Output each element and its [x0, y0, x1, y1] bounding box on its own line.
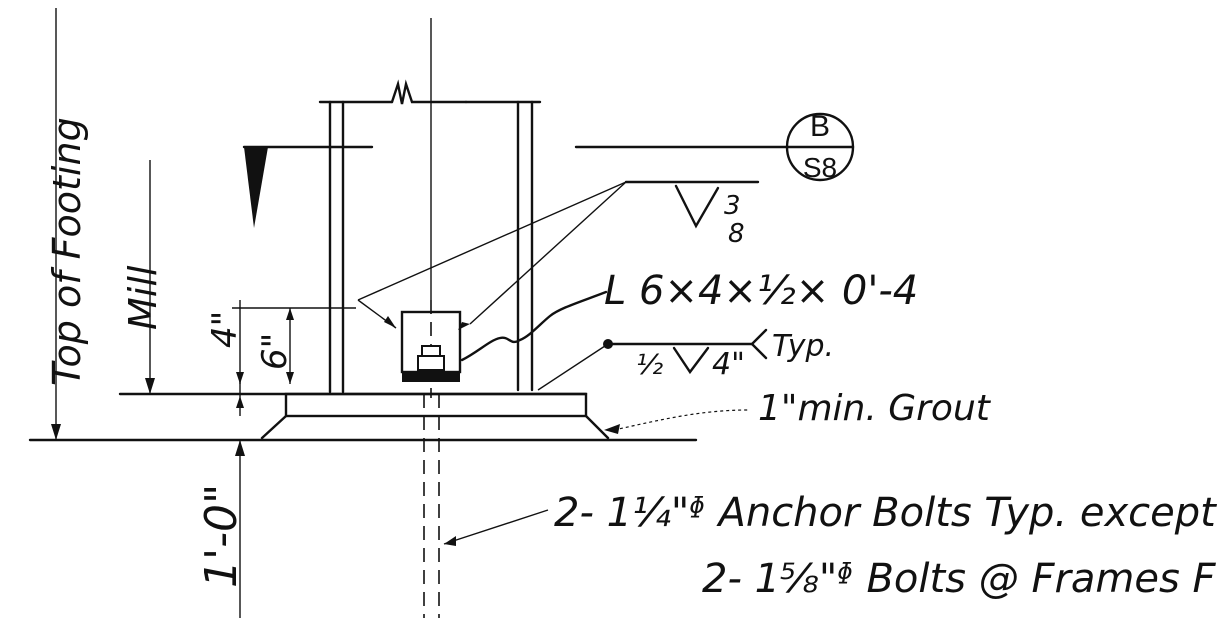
anchor-bolt	[423, 394, 549, 618]
dim-4-label: 4"	[205, 311, 245, 348]
weld-top-den: 8	[728, 219, 745, 249]
weld-symbol-typ: ½ 4" Typ.	[537, 328, 834, 391]
weld-top-num: 3	[724, 191, 741, 221]
anchor-bolts-note-2: 2- 1⅝"ᶲ Bolts @ Frames F6	[702, 556, 1218, 602]
weld-typ-note: Typ.	[772, 329, 834, 364]
angle-clip	[400, 290, 608, 382]
weld-symbol-top: 3 8	[357, 180, 760, 330]
mill-label: Mill	[121, 265, 165, 330]
angle-spec-label: L 6×4×½× 0'-4	[604, 268, 918, 314]
grout-bed	[260, 414, 610, 440]
weld-typ-size: ½	[636, 348, 663, 381]
elevation-marker	[244, 147, 268, 228]
base-plate	[284, 392, 588, 418]
dim-6-label: 6"	[255, 333, 295, 370]
anchor-bolts-note-1: 2- 1¼"ᶲ Anchor Bolts Typ. except	[554, 490, 1217, 536]
grout-label: 1"min. Grout	[758, 388, 992, 429]
dim-1ft-label: 1'-0"	[196, 484, 247, 588]
grout-leader	[613, 409, 749, 431]
section-sheet: S8	[803, 152, 837, 183]
section-callout: B S8	[785, 110, 855, 183]
top-of-footing-label: Top of Footing	[45, 117, 89, 386]
section-letter: B	[810, 110, 830, 143]
steel-column	[318, 79, 542, 394]
weld-typ-length: 4"	[712, 347, 745, 382]
